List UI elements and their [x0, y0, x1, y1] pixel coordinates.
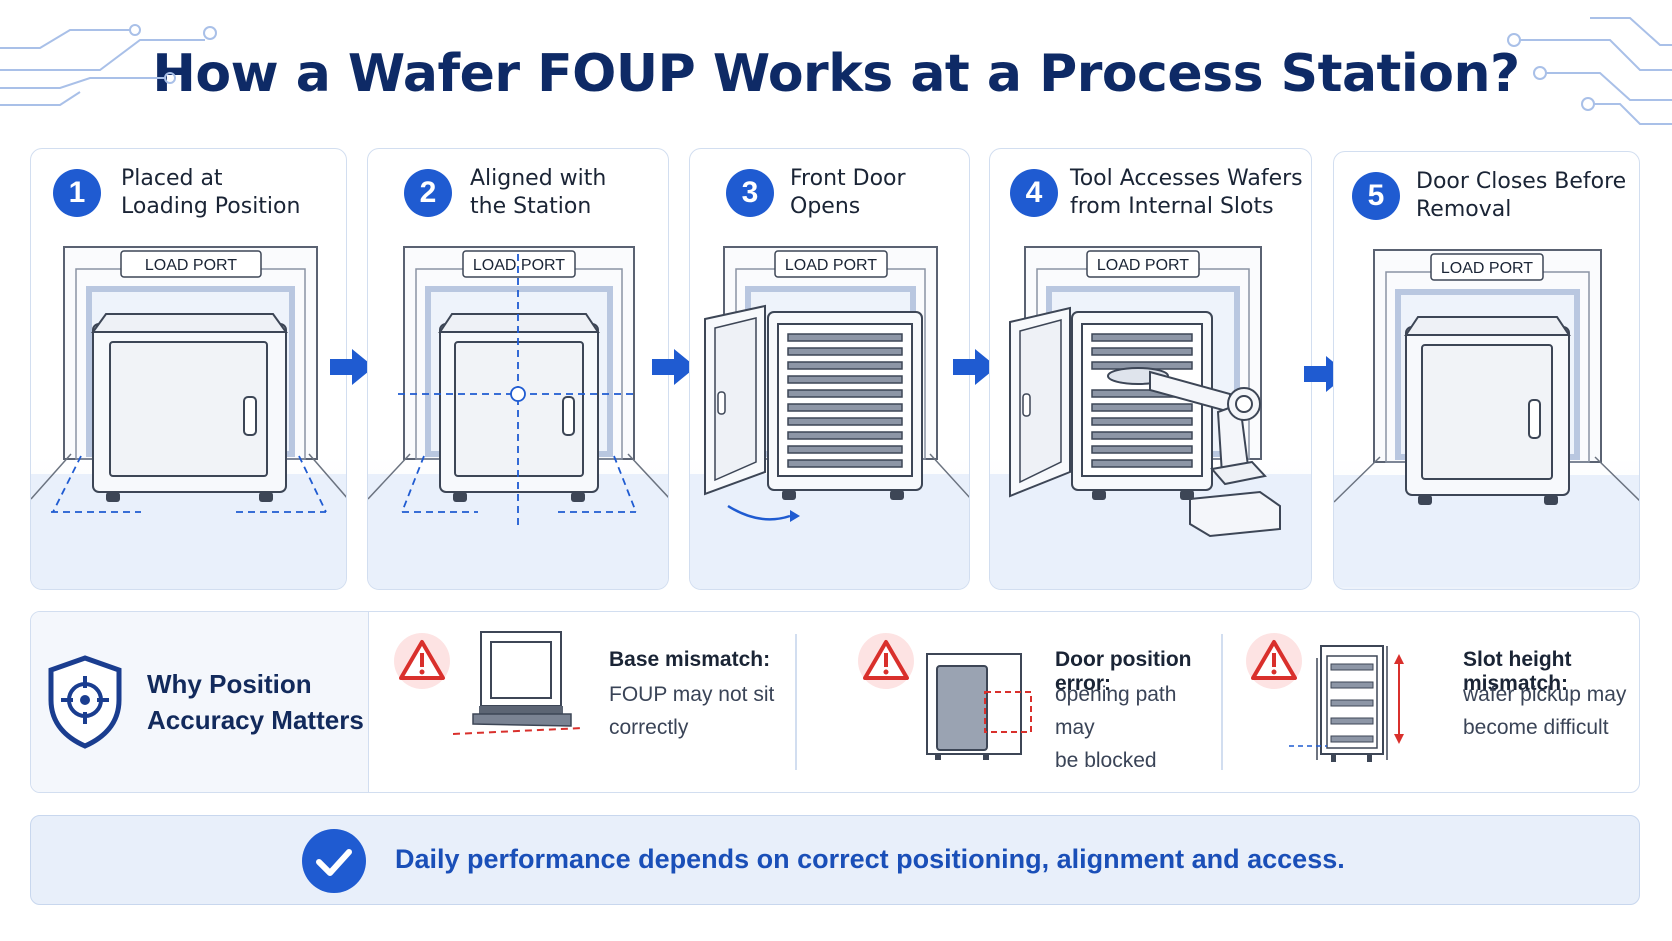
foup-placed-illustration: LOAD PORT — [31, 246, 346, 589]
load-port-label: LOAD PORT — [1097, 257, 1189, 274]
load-port-label: LOAD PORT — [1441, 260, 1533, 277]
shield-target-icon — [48, 655, 122, 749]
foup-door-closed-illustration: LOAD PORT — [1334, 249, 1639, 587]
load-port-label: LOAD PORT — [145, 257, 237, 274]
arrow-right-icon — [953, 349, 997, 385]
issue-title: Slot height mismatch: — [1463, 648, 1572, 695]
load-port-label: LOAD PORT — [785, 257, 877, 274]
step-number-badge: 4 — [1010, 169, 1058, 217]
base-mismatch-illustration — [453, 631, 584, 735]
door-position-illustration — [926, 653, 1032, 760]
warning-icon — [394, 633, 450, 689]
foup-aligned-illustration: LOAD PORT — [368, 246, 668, 589]
step-number-badge: 2 — [404, 169, 452, 217]
issue-title: Door position error: — [1055, 648, 1192, 695]
step-number-badge: 1 — [53, 169, 101, 217]
step-number-badge: 3 — [726, 169, 774, 217]
circuit-decoration-left — [0, 24, 217, 106]
issue-title: Base mismatch: — [609, 648, 771, 671]
warning-icon — [1246, 633, 1302, 689]
summary-banner: Daily performance depends on correct pos… — [30, 815, 1640, 905]
divider — [795, 634, 797, 770]
arrow-right-icon — [330, 349, 374, 385]
load-port-label: LOAD PORT — [473, 257, 565, 274]
circuit-decoration-right — [1507, 17, 1672, 125]
page-title: How a Wafer FOUP Works at a Process Stat… — [152, 44, 1520, 104]
divider — [1221, 634, 1223, 770]
arrow-right-icon — [652, 349, 696, 385]
summary-text: Daily performance depends on correct pos… — [395, 844, 1345, 874]
check-circle-icon — [302, 829, 366, 893]
foup-door-open-illustration: LOAD PORT — [690, 246, 969, 589]
step-number-badge: 5 — [1352, 172, 1400, 220]
foup-tool-access-illustration: LOAD PORT — [990, 246, 1311, 589]
warning-icon — [858, 633, 914, 689]
slot-height-illustration — [1289, 645, 1404, 762]
